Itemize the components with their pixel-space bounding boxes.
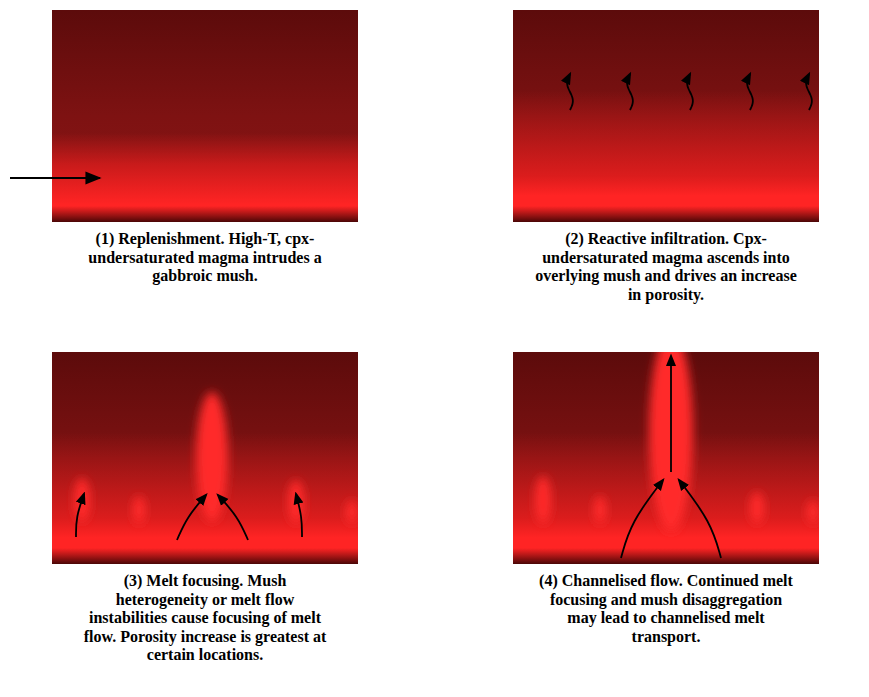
mush-illustration bbox=[52, 352, 358, 564]
panel-caption: (3) Melt focusing. Mush heterogeneity or… bbox=[80, 572, 330, 665]
mush-illustration bbox=[513, 352, 819, 564]
figure-panel: (3) Melt focusing. Mush heterogeneity or… bbox=[52, 352, 358, 665]
figure-panel: (2) Reactive infiltration. Cpx-undersatu… bbox=[513, 10, 819, 304]
panel-caption: (4) Channelised flow. Continued melt foc… bbox=[535, 572, 797, 646]
figure-panel: (1) Replenishment. High-T, cpx-undersatu… bbox=[52, 10, 358, 286]
panel-caption: (1) Replenishment. High-T, cpx-undersatu… bbox=[80, 230, 330, 286]
mush-illustration bbox=[52, 10, 358, 222]
figure-panel: (4) Channelised flow. Continued melt foc… bbox=[513, 352, 819, 646]
panel-caption: (2) Reactive infiltration. Cpx-undersatu… bbox=[535, 230, 797, 304]
mush-illustration bbox=[513, 10, 819, 222]
